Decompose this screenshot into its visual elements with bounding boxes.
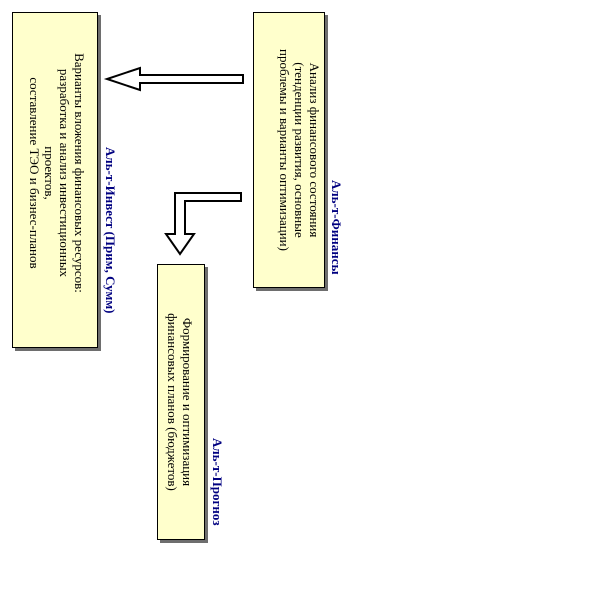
prognoz-box (157, 264, 205, 540)
arrow-to-invest (103, 66, 244, 92)
arrow-to-prognoz (164, 192, 242, 256)
finance-box (253, 12, 325, 288)
invest-box (12, 12, 98, 348)
